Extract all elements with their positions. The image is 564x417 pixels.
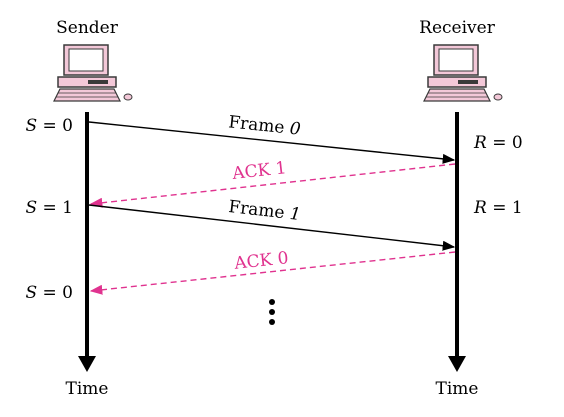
sender-computer-icon [53, 44, 133, 102]
frame-0-arrow [88, 121, 456, 164]
ack-0-arrow [89, 251, 456, 295]
ack-0-label: ACK 0 [232, 248, 289, 274]
ack-1-label: ACK 1 [230, 158, 287, 184]
frame-1-label: Frame 1 [227, 197, 301, 225]
receiver-time-label: Time [436, 379, 479, 399]
frame-0-label: Frame 0 [227, 112, 301, 139]
sender-state-2: S = 1 [25, 198, 73, 218]
sender-title: Sender [56, 18, 119, 38]
sender-timeline-arrowhead [78, 356, 96, 372]
sender-state-1: S = 0 [25, 116, 73, 136]
receiver-state-2: R = 1 [473, 198, 523, 218]
vertical-ellipsis-icon [269, 299, 275, 325]
frame-1-arrow [88, 204, 456, 251]
sender-time-label: Time [66, 379, 109, 399]
receiver-state-1: R = 0 [473, 133, 523, 153]
receiver-title: Receiver [419, 18, 496, 38]
receiver-timeline-arrowhead [448, 356, 466, 372]
sender-state-3: S = 0 [25, 283, 73, 303]
receiver-computer-icon [423, 44, 503, 102]
ack-1-arrow [89, 163, 456, 208]
